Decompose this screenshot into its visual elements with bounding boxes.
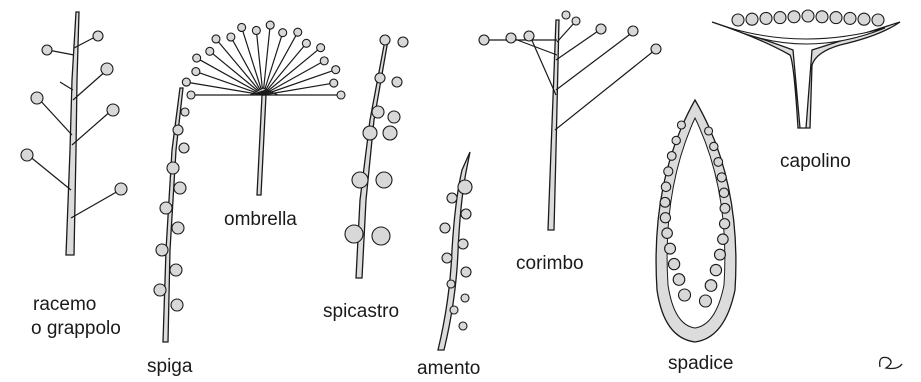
spadix-flower: [664, 167, 673, 176]
corimbo-illustration: [479, 11, 661, 230]
capitulum-floret: [830, 12, 842, 24]
capolino-illustration: [712, 10, 900, 128]
spadice-illustration: [656, 100, 736, 342]
umbel-flower: [317, 44, 325, 52]
capitulum-floret: [844, 12, 856, 24]
umbel-flower: [266, 21, 274, 29]
capitulum-floret: [746, 13, 758, 25]
label-amento: amento: [417, 357, 480, 382]
spadix-flower: [717, 173, 726, 182]
umbel-flower: [227, 33, 235, 41]
label-racemo: racemo: [33, 293, 96, 318]
amento-illustration: [438, 152, 472, 350]
capitulum-floret: [816, 11, 828, 23]
umbel-flower: [182, 78, 190, 86]
umbel-flower: [193, 54, 201, 62]
spadix-flower: [714, 158, 723, 167]
ombrella-illustration: [182, 21, 345, 195]
capitulum-floret: [760, 12, 772, 24]
spadix-flower: [668, 258, 679, 269]
label-spadice: spadice: [668, 352, 734, 377]
spadix-flower: [660, 197, 670, 207]
spadix-flower: [662, 228, 673, 239]
label-grappolo: o grappolo: [31, 317, 121, 342]
capitulum-floret: [788, 11, 800, 23]
label-capolino: capolino: [780, 150, 851, 175]
spiga-illustration: [154, 88, 189, 342]
umbel-flower: [320, 57, 328, 65]
spadix-flower: [661, 182, 670, 191]
umbel-flower: [192, 68, 200, 76]
umbel-flower: [279, 29, 287, 37]
umbel-ray: [210, 51, 263, 95]
spadix-flower: [718, 234, 729, 245]
spadix-flower: [667, 152, 676, 161]
spadix-flower: [705, 280, 717, 292]
capitulum-floret: [802, 10, 814, 22]
umbel-flower: [212, 35, 220, 43]
umbel-flower: [252, 26, 260, 34]
label-spiga: spiga: [147, 355, 192, 380]
umbel-flower: [187, 91, 195, 99]
spadix-flower: [672, 136, 680, 144]
umbel-flower: [332, 66, 340, 74]
racemo-illustration: [21, 12, 127, 255]
spadix-flower: [714, 249, 725, 260]
spadix-flower: [705, 127, 713, 135]
spadix-flower: [679, 289, 691, 301]
spadix-flower: [720, 219, 730, 229]
artist-signature: [880, 357, 902, 368]
umbel-flower: [330, 79, 338, 87]
spadix-flower: [710, 142, 718, 150]
label-ombrella: ombrella: [224, 208, 297, 233]
capitulum-floret: [732, 14, 744, 26]
spadix-flower: [660, 213, 670, 223]
spadix-flower: [673, 274, 685, 286]
spicastro-illustration: [345, 35, 408, 278]
spadix-flower: [720, 203, 730, 213]
umbel-ray: [263, 48, 321, 95]
spadix-flower: [677, 121, 685, 129]
umbel-flower: [206, 47, 214, 55]
spadix-flower: [710, 264, 721, 275]
capitulum-floret: [858, 13, 870, 25]
spadix-flower: [699, 295, 711, 307]
capitulum-floret: [774, 12, 786, 24]
label-spicastro: spicastro: [323, 300, 399, 325]
capitulum-floret: [872, 14, 884, 26]
umbel-flower: [294, 28, 302, 36]
spadix-flower: [665, 243, 676, 254]
umbel-flower: [337, 91, 345, 99]
umbel-flower: [238, 23, 246, 31]
umbel-flower: [302, 39, 310, 47]
label-corimbo: corimbo: [516, 252, 584, 277]
spadix-flower: [719, 188, 728, 197]
